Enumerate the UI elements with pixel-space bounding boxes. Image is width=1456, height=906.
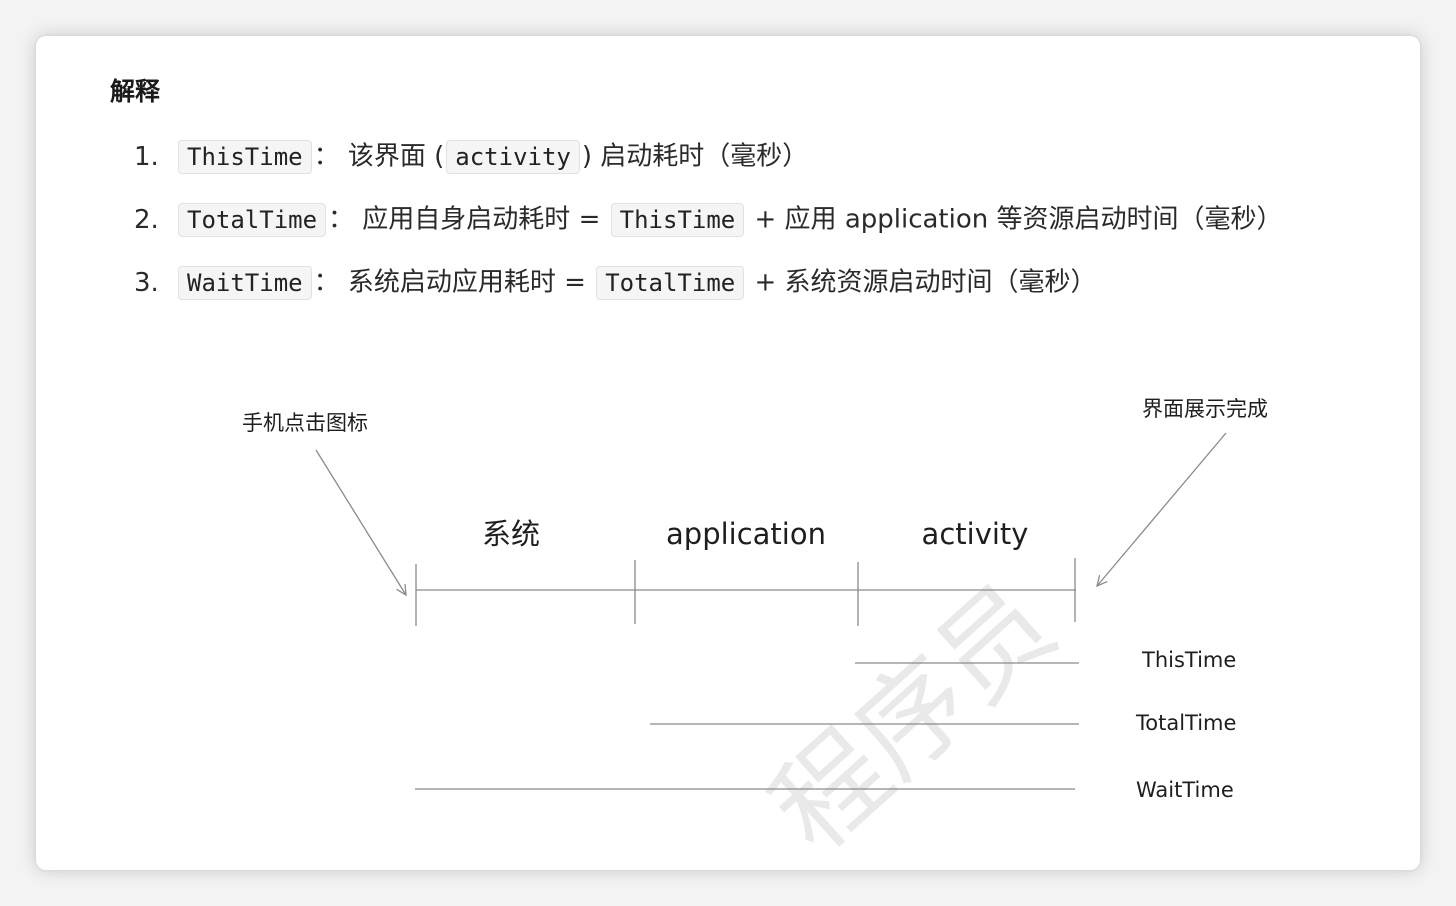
- list-number: 1.: [134, 141, 159, 172]
- inline-code: TotalTime: [178, 202, 327, 237]
- start-arrow: [315, 449, 406, 595]
- inline-code: TotalTime: [596, 265, 745, 300]
- span-label-thistime: ThisTime: [1141, 648, 1236, 672]
- start-label: 手机点击图标: [242, 411, 368, 435]
- watermark: 程序员: [748, 559, 1079, 870]
- item-text: + 应用 application 等资源启动时间（毫秒）: [754, 204, 1283, 235]
- watermark-text: 程序员: [748, 559, 1079, 870]
- list-item-3: 3. WaitTime： 系统启动应用耗时 = TotalTime + 系统资源启…: [134, 262, 1097, 302]
- item-text: ： 应用自身启动耗时 =: [328, 204, 601, 235]
- list-item-2: 2. TotalTime： 应用自身启动耗时 = ThisTime + 应用 ap…: [134, 199, 1283, 239]
- item-text: ) 启动耗时（毫秒）: [581, 141, 809, 172]
- startup-timeline-diagram: 程序员 手机点击图标 界面展示完成 系统 application activit…: [242, 397, 1268, 870]
- item-text: ： 系统启动应用耗时 =: [313, 267, 586, 298]
- section-heading: 解释: [110, 77, 161, 106]
- inline-code: ThisTime: [610, 202, 745, 237]
- segment-label-system: 系统: [482, 517, 540, 551]
- end-label: 界面展示完成: [1142, 397, 1268, 421]
- segment-label-activity: activity: [922, 517, 1029, 551]
- inline-code: activity: [446, 139, 580, 174]
- span-label-totaltime: TotalTime: [1135, 711, 1236, 735]
- list-item-1: 1. ThisTime： 该界面 (activity) 启动耗时（毫秒）: [134, 136, 808, 176]
- list-number: 3.: [134, 267, 159, 298]
- item-text: + 系统资源启动时间（毫秒）: [754, 267, 1097, 298]
- list-number: 2.: [134, 204, 159, 235]
- span-label-waittime: WaitTime: [1136, 778, 1234, 802]
- content-card: 解释 1.ThisTime： 该界面 (activity) 启动耗时（毫秒） 2…: [36, 36, 1420, 870]
- item-text: ： 该界面 (: [313, 141, 445, 172]
- end-arrow: [1097, 432, 1227, 586]
- inline-code: WaitTime: [178, 265, 312, 300]
- inline-code: ThisTime: [178, 139, 312, 174]
- segment-label-application: application: [666, 517, 826, 551]
